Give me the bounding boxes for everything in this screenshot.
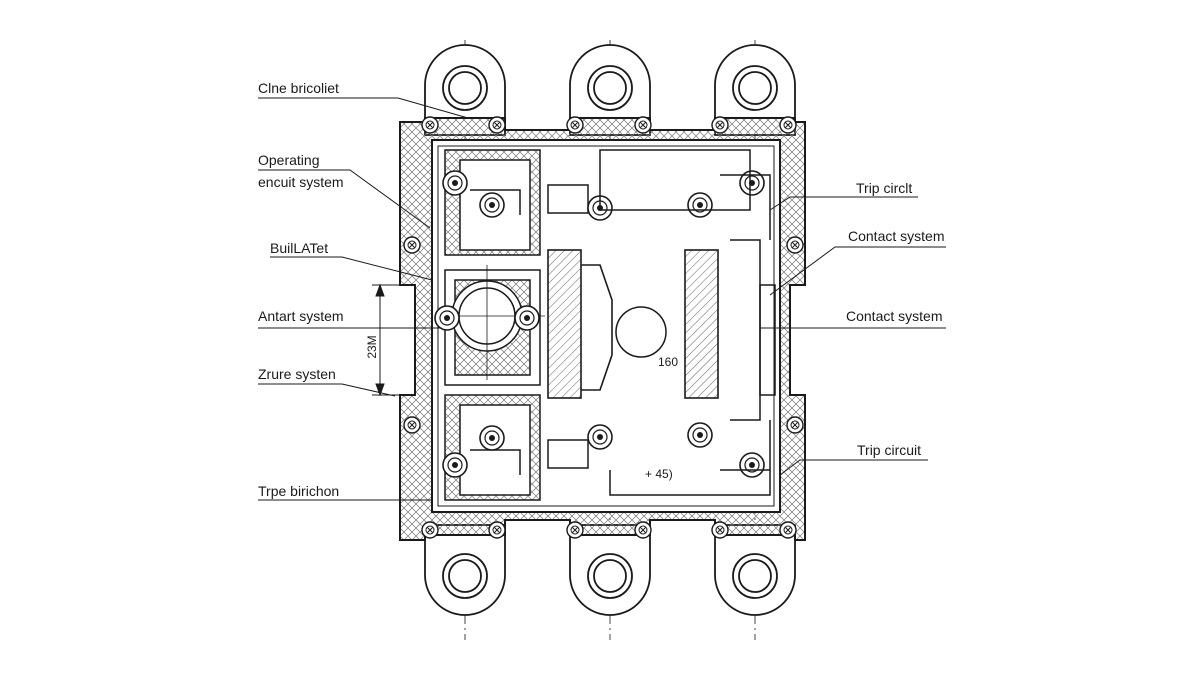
- bottom-dimension-label: + 45): [645, 467, 673, 481]
- label-contact-system-upper: Contact system: [848, 228, 945, 244]
- height-dimension: [372, 283, 415, 397]
- label-operating-line2: encuit system: [258, 174, 344, 190]
- contact-springs: [547, 249, 719, 399]
- leader-lines: [258, 97, 946, 501]
- height-dimension-label: 23M: [365, 335, 379, 358]
- label-trip-circlt: Trip circlt: [856, 180, 913, 196]
- label-clne-bricoliet: Clne bricoliet: [258, 80, 339, 96]
- label-built-atet: BuilLATet: [270, 240, 329, 256]
- top-terminal-lugs: [424, 44, 796, 136]
- label-trpe-brirchon: Trpe birichon: [258, 483, 340, 499]
- center-dimension-label: 160: [658, 355, 678, 369]
- label-antart-system: Antart system: [258, 308, 344, 324]
- arc-chamber: [599, 149, 776, 496]
- label-contact-system-lower: Contact system: [846, 308, 943, 324]
- label-zrure-systen: Zrure systen: [258, 366, 336, 382]
- label-operating-line1: Operating: [258, 152, 320, 168]
- bottom-terminal-lugs: [424, 524, 796, 616]
- label-trip-circuit: Trip circuit: [857, 442, 922, 458]
